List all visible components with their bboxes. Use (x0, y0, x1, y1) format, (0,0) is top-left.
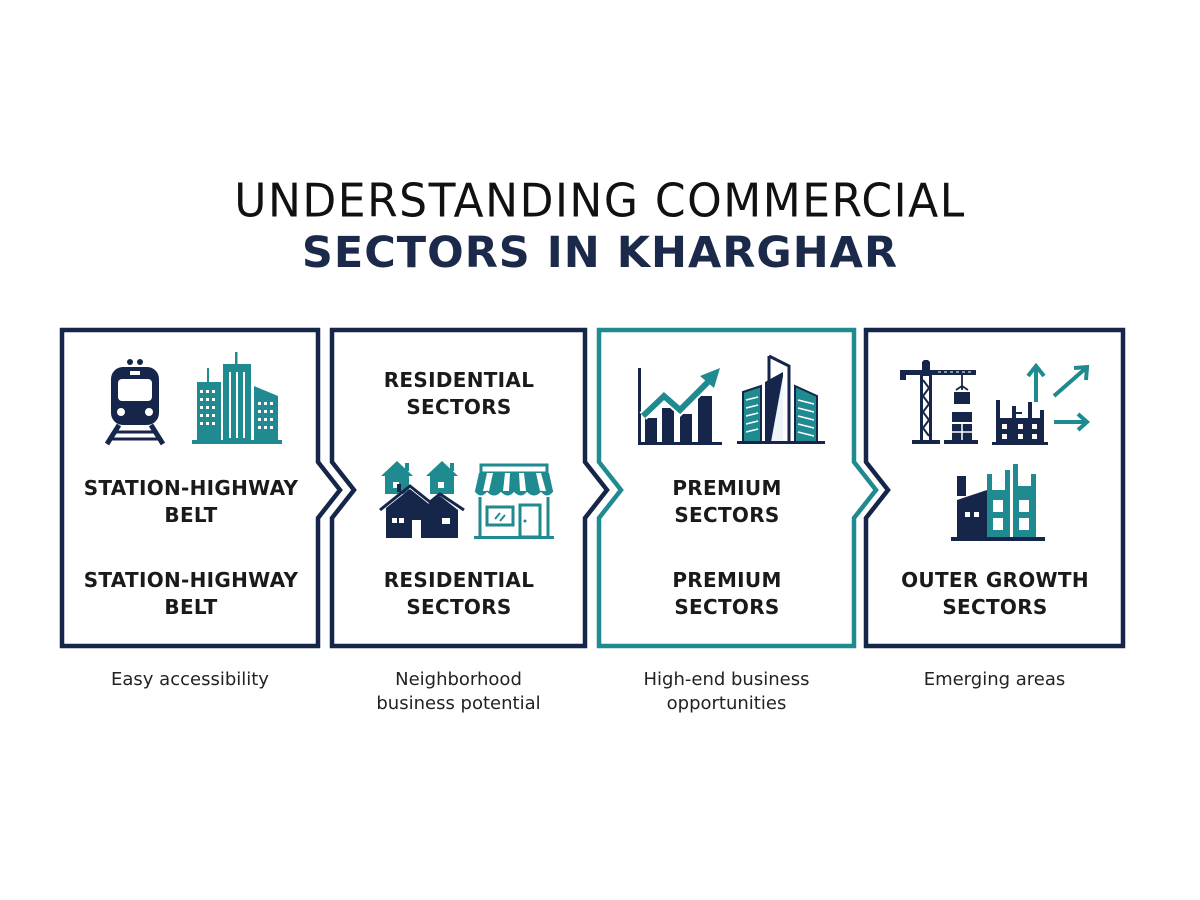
caption-line: High-end business (643, 669, 810, 690)
sector-1-label-bottom: STATION-HIGHWAY BELT (66, 567, 316, 621)
expansion-arrows-icon (992, 362, 1091, 445)
label-line: PREMIUM (672, 476, 782, 500)
sector-2-caption: Neighborhood business potential (330, 668, 587, 716)
label-line: STATION-HIGHWAY (83, 568, 299, 592)
caption-line: Emerging areas (923, 669, 1066, 690)
label-line: STATION-HIGHWAY (83, 476, 299, 500)
sector-1-label-mid: STATION-HIGHWAY BELT (66, 475, 316, 529)
label-line: SECTORS (406, 595, 512, 619)
label-line: RESIDENTIAL (383, 568, 535, 592)
title-line-1: UNDERSTANDING COMMERCIAL (234, 174, 966, 229)
caption-line: business potential (376, 693, 541, 714)
label-line: BELT (164, 503, 218, 527)
title-line-2: SECTORS IN KHARGHAR (301, 228, 899, 278)
sector-4-caption: Emerging areas (864, 668, 1125, 692)
label-line: OUTER GROWTH (901, 568, 1089, 592)
label-line: PREMIUM (672, 568, 782, 592)
sector-3-label-mid: PREMIUM SECTORS (603, 475, 851, 529)
label-line: SECTORS (942, 595, 1048, 619)
sector-2-label-top: RESIDENTIAL SECTORS (336, 367, 582, 421)
label-line: SECTORS (406, 395, 512, 419)
storefront-icon (474, 463, 554, 539)
label-line: RESIDENTIAL (383, 368, 535, 392)
sector-frame-3 (596, 327, 879, 649)
train-icon (104, 359, 166, 446)
sector-3-caption: High-end business opportunities (597, 668, 856, 716)
label-line: BELT (164, 595, 218, 619)
sector-frame-4 (863, 327, 1126, 649)
modern-tower-icon (737, 354, 825, 444)
developing-buildings-icon (951, 464, 1045, 541)
sector-frame-2 (329, 327, 610, 649)
crane-icon (900, 360, 978, 444)
houses-icon (379, 461, 465, 538)
sector-1-caption: Easy accessibility (60, 668, 320, 692)
label-line: SECTORS (674, 503, 780, 527)
caption-line: opportunities (666, 693, 787, 714)
sector-4-label-bottom: OUTER GROWTH SECTORS (870, 567, 1120, 621)
sector-3-label-bottom: PREMIUM SECTORS (603, 567, 851, 621)
growth-chart-icon (638, 368, 722, 445)
label-line: SECTORS (674, 595, 780, 619)
sector-2-label-bottom: RESIDENTIAL SECTORS (336, 567, 582, 621)
sector-frame-1 (59, 327, 343, 649)
caption-line: Easy accessibility (111, 669, 269, 690)
city-buildings-icon (192, 352, 282, 444)
caption-line: Neighborhood (395, 669, 522, 690)
